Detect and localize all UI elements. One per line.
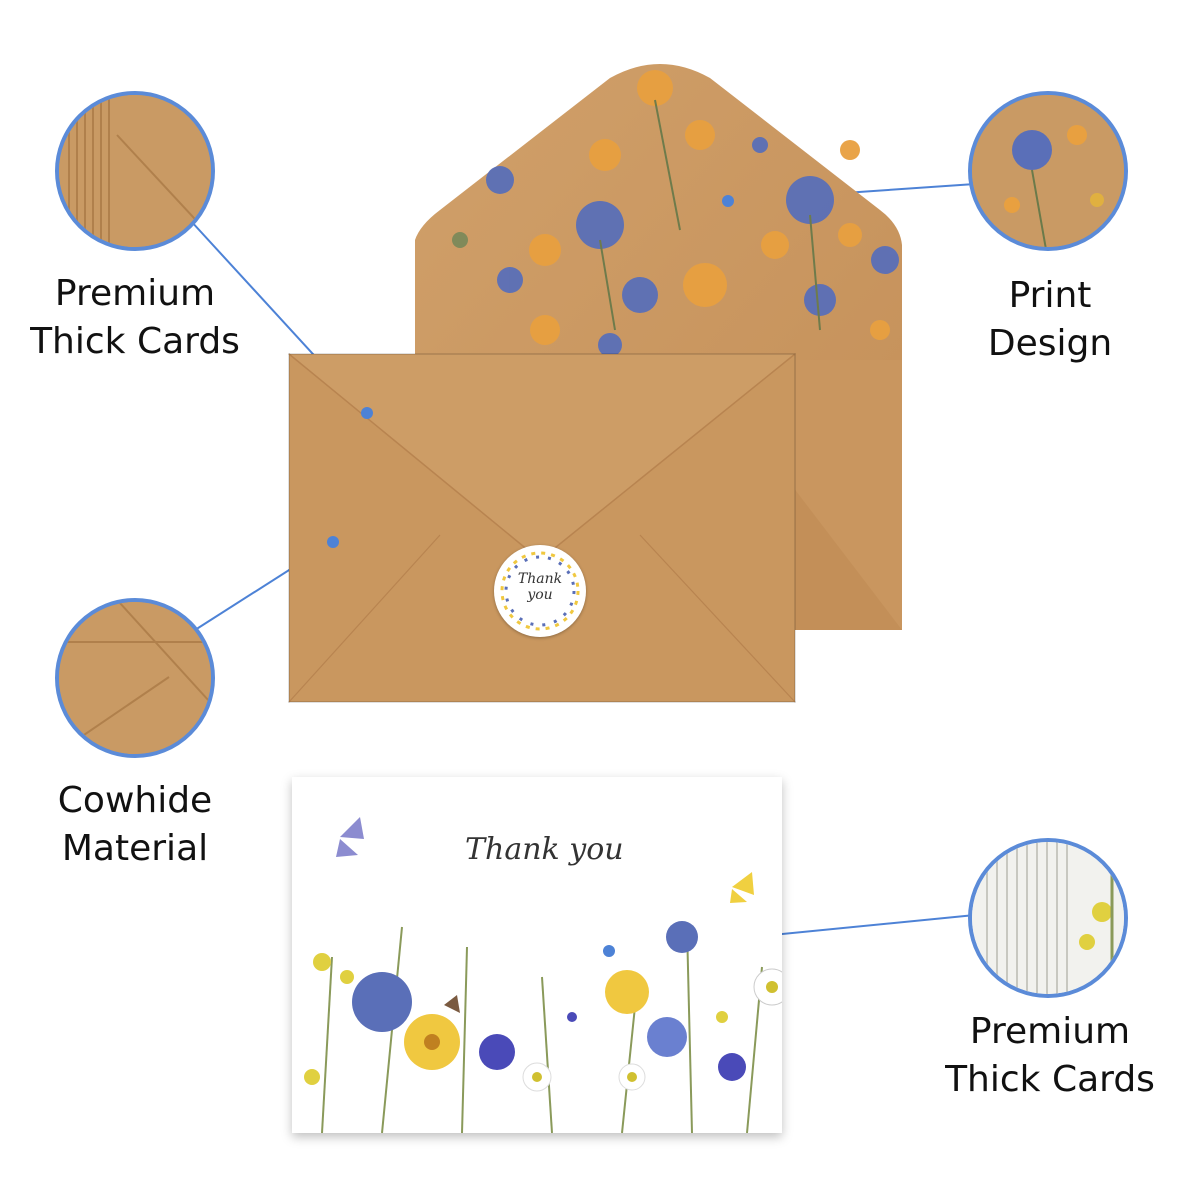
callout-dot-bottom-right [603,945,615,957]
callout-line1: Premium [54,273,216,314]
zoom-circle-card-edges [968,838,1128,998]
card-greeting: Thank you [465,832,624,867]
callout-line1: Premium [969,1011,1131,1052]
callout-dot-mid-left [327,536,339,548]
zoom-circle-card-stack [55,91,215,251]
callout-line1: Print [1008,275,1092,316]
envelope-top-flap [289,354,795,560]
butterfly-icon [336,817,364,857]
print-design-detail [972,95,1124,247]
thank-you-sticker: Thank you [494,545,586,637]
butterfly-icon-yellow [730,872,754,903]
callout-line2: Thick Cards [30,321,240,362]
callout-dot-top-right [722,195,734,207]
butterfly-icon-brown [444,995,460,1013]
card-edges-detail [972,842,1124,994]
callout-label-premium-thick-cards-top: Premium Thick Cards [20,270,250,366]
card-floral-border [304,817,782,1133]
callout-line2: Thick Cards [945,1059,1155,1100]
callout-line1: Cowhide [57,780,213,821]
callout-label-cowhide-material: Cowhide Material [15,777,255,873]
greeting-card [292,777,782,1133]
zoom-circle-cowhide [55,598,215,758]
callout-line2: Design [987,323,1113,364]
floral-wreath [500,551,580,631]
sticker-text-line1: Thank [517,571,563,587]
callout-dot-top-left [361,407,373,419]
cowhide-detail [59,602,211,754]
callout-line2: Material [61,828,209,869]
callout-label-premium-thick-cards-bottom: Premium Thick Cards [935,1008,1165,1104]
callout-label-print-design: Print Design [930,272,1170,368]
floral-print [452,70,899,357]
sticker-text-line2: you [527,587,553,603]
zoom-circle-print-design [968,91,1128,251]
